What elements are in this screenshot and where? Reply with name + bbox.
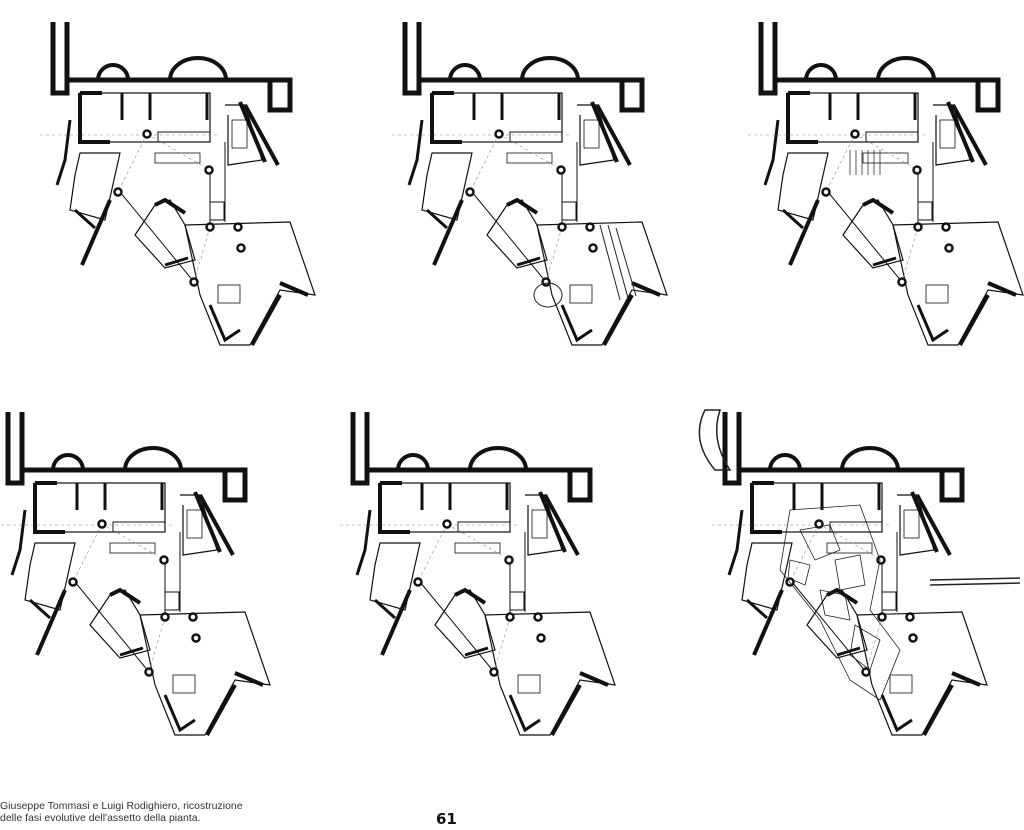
- floor-plan-phase-6: [712, 412, 987, 735]
- floor-plan-phase-4: [0, 412, 270, 735]
- floor-plan-phase-2: [392, 22, 667, 345]
- floor-plan-phase-3: [748, 22, 1023, 345]
- floor-plan-phases: [0, 0, 1024, 800]
- figure-caption: Giuseppe Tommasi e Luigi Rodighiero, ric…: [0, 800, 243, 824]
- stair-hatching: [849, 150, 881, 175]
- stone-paving: [698, 409, 1021, 701]
- floor-plan-phase-1: [40, 22, 315, 345]
- caption-line-1: Giuseppe Tommasi e Luigi Rodighiero, ric…: [0, 800, 243, 812]
- caption-line-2: delle fasi evolutive dell'assetto della …: [0, 812, 201, 824]
- floor-plan-phase-5: [340, 412, 615, 735]
- page-number: 61: [436, 810, 457, 828]
- seating-rows: [533, 224, 637, 308]
